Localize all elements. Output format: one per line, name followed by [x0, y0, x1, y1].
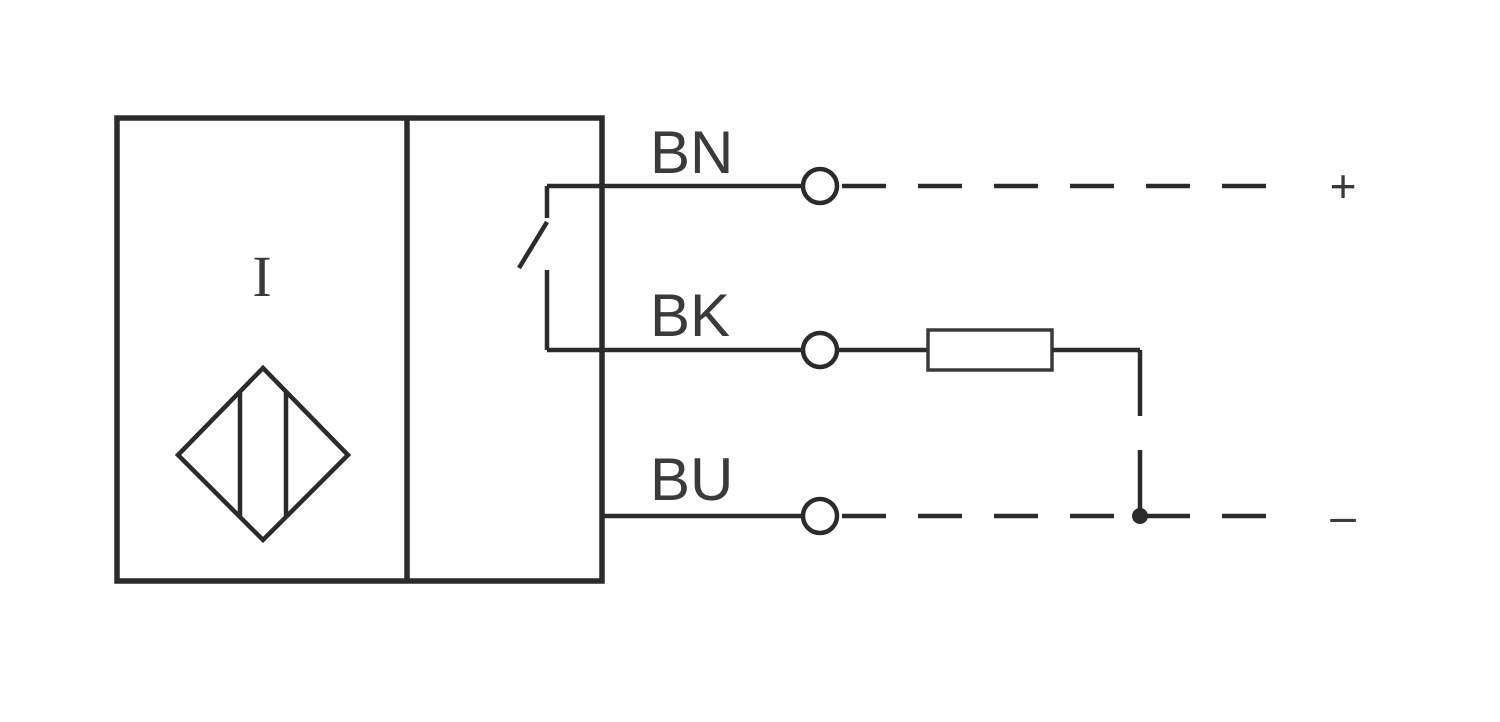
wire-label-bu: BU — [650, 446, 733, 513]
sensor-housing — [114, 115, 605, 584]
wire-label-bk: BK — [650, 282, 730, 349]
wire-label-bn: BN — [650, 119, 733, 186]
supply-negative-label: – — [1330, 490, 1356, 542]
brown-terminal — [800, 166, 840, 206]
supply-positive-label: + — [1330, 160, 1357, 212]
black-wire — [547, 328, 1143, 516]
blue-wire — [602, 496, 1290, 536]
sensor-body — [114, 115, 605, 584]
inductive-sensor-icon — [174, 364, 352, 544]
switch-contact-icon — [517, 186, 550, 350]
load-resistor-icon — [926, 328, 1054, 372]
blue-terminal — [800, 496, 840, 536]
sensor-type-label: I — [252, 244, 271, 309]
black-terminal — [800, 330, 840, 370]
junction-dot — [1132, 508, 1148, 524]
brown-wire — [547, 166, 1290, 206]
